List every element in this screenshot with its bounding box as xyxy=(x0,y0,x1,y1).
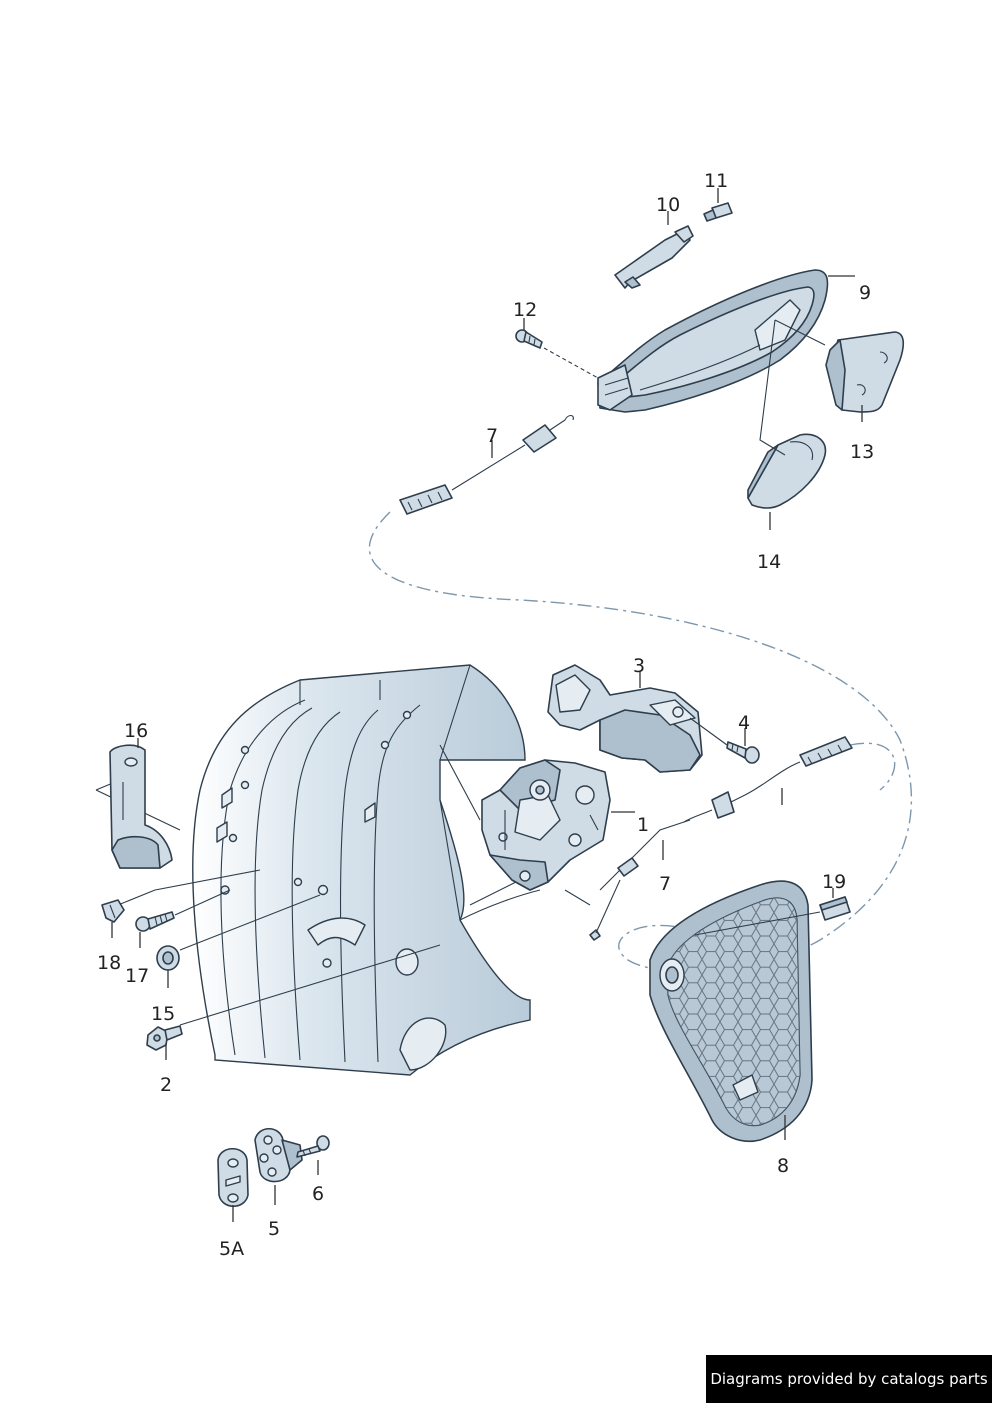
part-1-door-lock xyxy=(481,759,691,941)
part-14-trim-cap xyxy=(747,433,827,509)
callout-9: 9 xyxy=(859,282,871,304)
callout-11: 11 xyxy=(704,170,728,192)
callout-6: 6 xyxy=(312,1183,324,1205)
callout-13: 13 xyxy=(850,441,874,463)
part-18-clip xyxy=(101,899,125,923)
part-10-handle-lever xyxy=(614,225,694,289)
part-6-screw xyxy=(296,1135,330,1158)
part-11-connector xyxy=(703,202,733,222)
callout-16: 16 xyxy=(124,720,148,742)
callout-10: 10 xyxy=(656,194,680,216)
attribution-banner: Diagrams provided by catalogs parts xyxy=(706,1355,992,1403)
part-12-screw xyxy=(515,329,599,379)
callout-12: 12 xyxy=(513,299,537,321)
callout-1: 1 xyxy=(637,814,649,836)
part-7-lower-cable xyxy=(683,736,853,823)
cable-route-line xyxy=(368,511,913,973)
handle-alignment-lines xyxy=(759,319,826,456)
part-7-upper-cable xyxy=(399,414,574,515)
callout-2: 2 xyxy=(160,1074,172,1096)
callout-7-lower: 7 xyxy=(659,873,671,895)
callout-3: 3 xyxy=(633,655,645,677)
callout-7-upper: 7 xyxy=(486,425,498,447)
part-3-lock-cover xyxy=(547,664,703,773)
part-13-lock-button xyxy=(825,331,905,413)
part-19-cap xyxy=(694,896,851,936)
part-15-grommet xyxy=(156,945,180,971)
callout-15: 15 xyxy=(151,1003,175,1025)
part-2-bolt xyxy=(146,1025,183,1051)
cable-loop-line xyxy=(849,742,896,791)
callout-18: 18 xyxy=(97,952,121,974)
part-9-interior-handle xyxy=(597,269,829,413)
door-inner-panel xyxy=(192,664,541,1076)
part-17-screw xyxy=(135,911,175,932)
part-8-speaker-grille xyxy=(649,880,813,1142)
leader-lines xyxy=(111,188,863,1222)
callout-5a: 5A xyxy=(219,1238,244,1260)
callout-19: 19 xyxy=(822,871,846,893)
callout-8: 8 xyxy=(777,1155,789,1177)
part-4-screw xyxy=(689,717,760,764)
attribution-text: Diagrams provided by catalogs parts xyxy=(710,1370,988,1388)
callout-5: 5 xyxy=(268,1218,280,1240)
part-5-striker-plate xyxy=(254,1127,303,1183)
part-5a-striker-shim xyxy=(217,1147,249,1208)
callout-17: 17 xyxy=(125,965,149,987)
callout-4: 4 xyxy=(738,712,750,734)
callout-14: 14 xyxy=(757,551,781,573)
part-16-door-cover xyxy=(109,744,173,869)
